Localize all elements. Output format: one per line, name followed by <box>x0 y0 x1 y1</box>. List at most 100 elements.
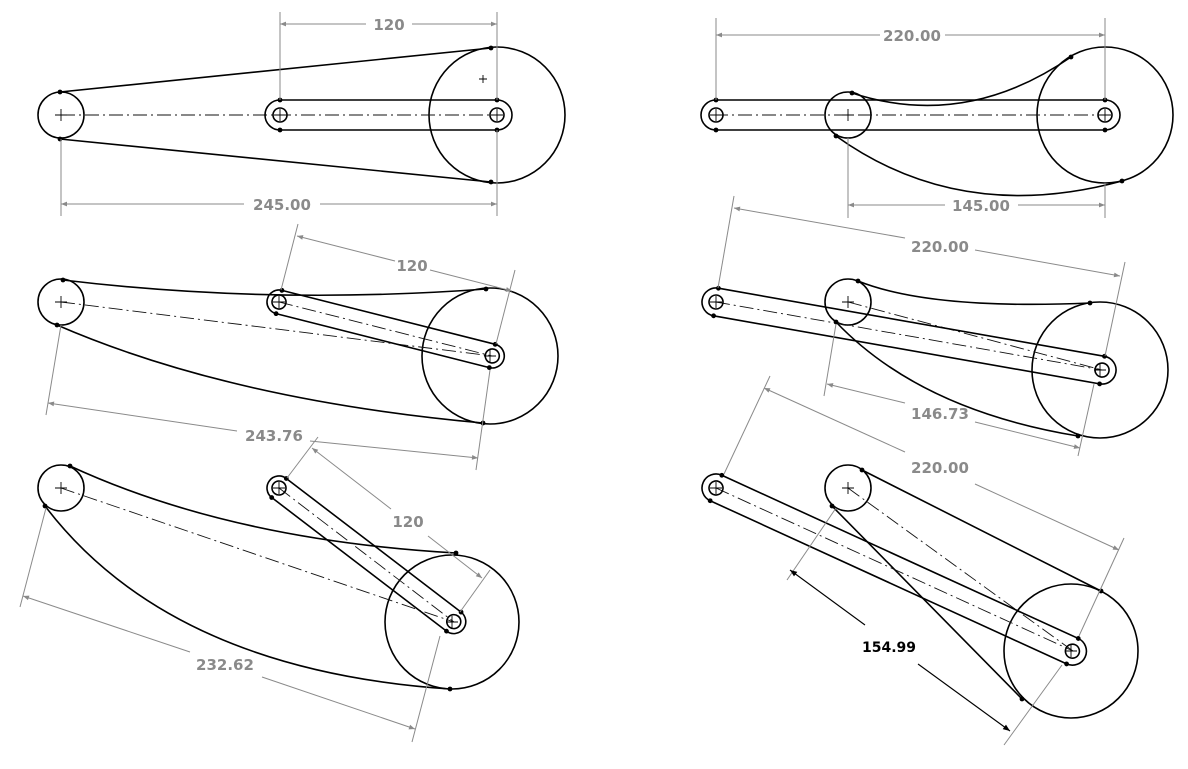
dimension-label[interactable]: 243.76 <box>245 427 303 445</box>
sketch-point <box>833 133 839 139</box>
sketch-point <box>855 278 861 284</box>
belt-upper-arc[interactable] <box>62 279 487 297</box>
sketch-point <box>823 323 837 397</box>
dimension-label[interactable]: 146.73 <box>911 405 969 423</box>
sketch-point <box>55 296 67 308</box>
sketch-point <box>719 472 725 478</box>
center-mark <box>491 109 503 121</box>
dimension-label[interactable]: 120 <box>392 513 423 531</box>
dimension-label[interactable]: 232.62 <box>196 656 254 674</box>
sketch-point <box>1104 261 1126 357</box>
sketch-point <box>1077 383 1095 457</box>
dimension-label[interactable]: 220.00 <box>911 238 969 256</box>
sketch-point <box>710 296 722 308</box>
belt-upper-arc[interactable] <box>857 280 1091 306</box>
crank-slot-group[interactable] <box>699 283 1118 388</box>
large-sprocket-circle[interactable] <box>1031 301 1169 439</box>
sketch-point <box>60 277 66 283</box>
belt-upper-arc[interactable] <box>69 465 457 554</box>
belt-lower-arc[interactable] <box>56 324 484 424</box>
panel-bottom-left: 120 232.62 <box>19 436 520 743</box>
slot-center-line <box>278 301 493 357</box>
panel-middle-right: 220.00 146.73 <box>699 195 1169 457</box>
center-mark <box>479 75 487 83</box>
sketch-point <box>488 45 494 51</box>
sketch-point <box>1102 127 1108 133</box>
sketch-point <box>1019 696 1025 702</box>
belt-lower-line[interactable] <box>59 138 492 183</box>
belt-lower-arc[interactable] <box>835 135 1123 197</box>
slot-hole-left[interactable] <box>708 107 724 123</box>
sketch-point <box>54 322 60 328</box>
dimension-label[interactable]: 120 <box>373 16 404 34</box>
sketch-point <box>483 286 489 292</box>
large-sprocket-circle[interactable] <box>1003 583 1139 719</box>
large-sprocket-circle[interactable] <box>421 287 559 425</box>
sketch-point <box>286 436 319 479</box>
belt-upper-arc[interactable] <box>851 56 1072 107</box>
sketch-point <box>484 348 501 364</box>
sketch-point <box>826 383 906 404</box>
slot-hole-right[interactable] <box>489 107 505 123</box>
sketch-point <box>1064 643 1081 659</box>
belt-lower-line[interactable] <box>831 505 1023 700</box>
dimension-label[interactable]: 120 <box>396 257 427 275</box>
sketch-point <box>1087 300 1093 306</box>
dimension-label[interactable]: 245.00 <box>253 196 311 214</box>
sketch-point <box>974 483 1120 551</box>
sketch-point <box>974 249 1121 278</box>
sketch-point <box>273 296 285 308</box>
center-mark <box>274 109 286 121</box>
crank-slot-group[interactable] <box>261 469 472 640</box>
crank-slot-group[interactable] <box>696 467 1092 672</box>
sketch-point <box>488 179 494 185</box>
sketch-point <box>1094 364 1106 376</box>
sketch-point <box>445 613 462 630</box>
sketch-point <box>707 498 713 504</box>
belt-upper-line[interactable] <box>861 469 1102 592</box>
sketch-point <box>789 569 866 626</box>
belt-lower-arc[interactable] <box>835 321 1079 437</box>
center-mark <box>55 109 67 121</box>
sketch-point <box>453 550 459 556</box>
sketch-point <box>710 109 722 121</box>
slot-hole-left[interactable] <box>272 107 288 123</box>
sketch-point <box>849 90 855 96</box>
sketch-point <box>1003 664 1063 746</box>
sketch-point <box>716 285 721 291</box>
active-dimension-label[interactable]: 154.99 <box>862 640 916 656</box>
sketch-point <box>47 401 238 432</box>
sketch-point <box>475 369 491 471</box>
small-sprocket-circle[interactable] <box>824 464 872 512</box>
slot-hole-right[interactable] <box>1097 107 1113 123</box>
sketch-point <box>447 686 453 692</box>
sketch-point <box>842 296 854 308</box>
dimension-label[interactable]: 145.00 <box>952 197 1010 215</box>
dimension-label[interactable]: 220.00 <box>911 459 969 477</box>
sketch-point <box>1068 54 1074 60</box>
sketch-point <box>444 628 449 634</box>
sketch-point <box>710 482 722 494</box>
sketch-point <box>309 440 479 460</box>
sketch-point <box>45 324 62 416</box>
sketch-point <box>786 507 837 581</box>
panel-top-left: 120 245.00 <box>37 12 566 216</box>
belt-lower-arc[interactable] <box>44 505 451 690</box>
sketch-point <box>1119 178 1125 184</box>
sketch-point <box>280 223 299 291</box>
sketch-point <box>486 365 492 371</box>
sketch-point <box>717 195 735 289</box>
sketch-point <box>733 206 906 239</box>
slot-center-line <box>847 487 1074 652</box>
small-sprocket-circle[interactable] <box>37 464 85 512</box>
dimension-label[interactable]: 220.00 <box>883 27 941 45</box>
sketch-point <box>829 503 835 509</box>
sketch-point <box>277 127 283 133</box>
panel-bottom-right: 220.00 154.99 <box>696 375 1139 746</box>
belt-upper-line[interactable] <box>59 47 492 93</box>
sketch-point <box>261 676 416 730</box>
sketch-point <box>57 89 63 95</box>
sketch-point <box>429 269 513 292</box>
sketch-point <box>1078 537 1125 637</box>
